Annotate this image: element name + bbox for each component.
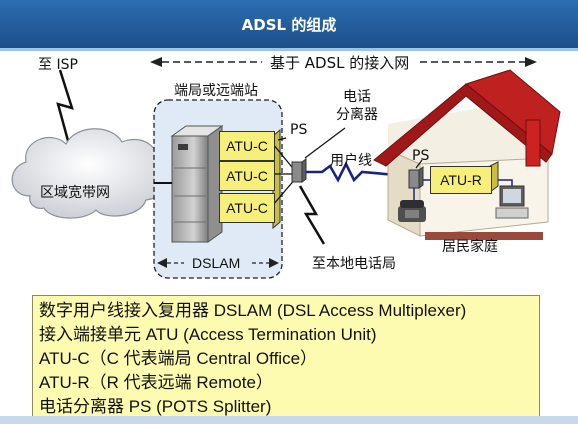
splitter-right-icon	[408, 166, 424, 189]
note-line: 数字用户线接入复用器 DSLAM (DSL Access Multiplexer…	[39, 301, 467, 320]
splitter-label-line1: 电话	[343, 89, 371, 105]
scope-label: 基于 ADSL 的接入网	[270, 54, 410, 72]
telephone-icon	[398, 200, 426, 222]
atu-c-1: ATU-C	[219, 131, 275, 161]
splitter-label-line2: 分离器	[336, 107, 378, 123]
subscriber-line	[306, 161, 409, 183]
note-line: 接入端接单元 ATU (Access Termination Unit)	[39, 325, 377, 344]
slide-bottom-strip	[0, 416, 578, 424]
ps-left-label: PS	[290, 122, 308, 138]
dslam-label: DSLAM	[192, 255, 241, 271]
page-title: ADSL 的组成	[241, 15, 337, 34]
isp-label: 至 ISP	[38, 57, 78, 73]
atu-c-3: ATU-C	[219, 193, 275, 223]
ps-right-label: PS	[412, 148, 430, 164]
isp-link-bolt	[56, 69, 74, 149]
atu-r-box: ATU-R	[430, 166, 492, 194]
home-label: 居民家庭	[442, 239, 498, 255]
user-line-label: 用户线	[330, 153, 372, 169]
splitter-label: 电话 分离器	[336, 88, 378, 124]
definitions-box: 数字用户线接入复用器 DSLAM (DSL Access Multiplexer…	[32, 295, 540, 421]
local-phone-label: 至本地电话局	[312, 256, 396, 272]
note-line: 电话分离器 PS (POTS Splitter)	[39, 397, 272, 416]
regional-net-label: 区域宽带网	[40, 185, 110, 201]
computer-icon	[495, 185, 529, 219]
dslam-server-icon	[170, 125, 224, 243]
local-exchange-bolt	[298, 185, 326, 245]
ps-right-pointer	[415, 159, 423, 169]
atu-c-2: ATU-C	[219, 161, 275, 191]
dslam-width-arrows	[157, 258, 279, 268]
scope-bracket	[150, 57, 537, 67]
title-bar-edge	[0, 48, 578, 51]
title-bar: ADSL 的组成	[0, 0, 578, 48]
station-label: 端局或远端站	[174, 83, 258, 99]
ps-left-pointer	[277, 137, 287, 141]
note-line: ATU-C（C 代表端局 Central Office）	[39, 349, 318, 368]
note-line: ATU-R（R 代表远端 Remote）	[39, 373, 273, 392]
cloud-icon	[11, 128, 167, 219]
splitter-left-icon	[291, 158, 307, 183]
splitter-pointer	[304, 127, 346, 159]
